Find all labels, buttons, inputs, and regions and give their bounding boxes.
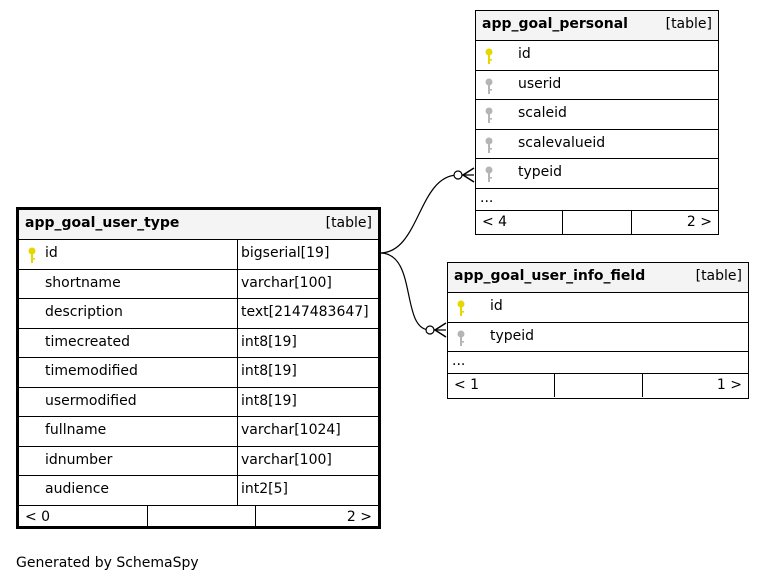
column-name: fullname (45, 422, 107, 438)
foreign-key-icon (457, 330, 465, 346)
primary-key-icon (457, 300, 465, 316)
column-row: typeid (448, 321, 748, 352)
column-row: timemodified int8[19] (19, 357, 378, 387)
foreign-key-icon (485, 78, 493, 94)
column-name: idnumber (45, 451, 113, 468)
column-type: varchar[100] (241, 451, 332, 468)
table-kind: [table] (325, 215, 372, 231)
column-type: bigserial[19] (241, 245, 330, 261)
footer-divider (631, 210, 632, 234)
table-footer: < 4 2 > (476, 209, 718, 234)
column-name: typeid (518, 164, 563, 180)
table-header: app_goal_personal [table] (476, 11, 718, 40)
column-row: id (448, 292, 748, 322)
column-name: id (490, 298, 503, 314)
column-name: timecreated (45, 333, 130, 350)
column-divider (237, 417, 238, 446)
table-name: app_goal_user_type (25, 215, 180, 231)
table-footer: < 0 2 > (19, 504, 378, 529)
parents-count: < 1 (454, 377, 480, 393)
column-divider (237, 358, 238, 387)
column-name: scalevalueid (518, 134, 606, 151)
column-name: id (518, 46, 531, 62)
column-divider (237, 328, 238, 357)
column-divider (237, 446, 238, 475)
table-header: app_goal_user_info_field [table] (448, 263, 748, 292)
edge-user-type-to-personal (379, 174, 474, 254)
more-columns-ellipsis: ... (448, 351, 748, 373)
table-app-goal-personal[interactable]: app_goal_personal [table] id userid scalei… (475, 10, 719, 235)
column-type: int8[19] (241, 392, 297, 409)
edge-info-field-optional-marker (425, 325, 435, 335)
table-app-goal-user-info-field[interactable]: app_goal_user_info_field [table] id typei… (447, 262, 749, 399)
column-row: timecreated int8[19] (19, 327, 378, 357)
table-header: app_goal_user_type [table] (19, 210, 378, 239)
column-divider (237, 476, 238, 505)
column-row: fullname varchar[1024] (19, 416, 378, 446)
column-divider (237, 269, 238, 298)
column-divider (237, 240, 238, 269)
footer-divider (554, 374, 555, 397)
foreign-key-icon (485, 107, 493, 123)
column-name: usermodified (45, 392, 137, 409)
parents-count: < 4 (482, 213, 508, 230)
foreign-key-icon (485, 166, 493, 182)
generated-by-label: Generated by SchemaSpy (16, 555, 199, 571)
column-divider (237, 387, 238, 416)
column-type: varchar[100] (241, 274, 332, 291)
column-row: scalevalueid (476, 128, 718, 159)
column-row: shortname varchar[100] (19, 268, 378, 298)
column-row: typeid (476, 158, 718, 188)
table-footer: < 1 1 > (448, 373, 748, 397)
primary-key-icon (485, 48, 493, 64)
edge-info-field-crowfoot (433, 322, 447, 338)
edge-personal-optional-marker (453, 170, 463, 180)
table-name: app_goal_user_info_field (454, 268, 646, 284)
column-type: int2[5] (241, 481, 288, 497)
column-name: shortname (45, 274, 121, 291)
edge-personal-crowfoot (461, 167, 475, 183)
column-row: id (476, 40, 718, 70)
column-name: scaleid (518, 105, 567, 121)
children-count: 2 > (686, 213, 712, 230)
edge-user-type-to-info-field (379, 252, 446, 331)
column-divider (237, 299, 238, 328)
column-type: int8[19] (241, 333, 297, 350)
column-type: text[2147483647] (241, 304, 369, 320)
parents-count: < 0 (25, 508, 51, 525)
footer-divider (147, 505, 148, 529)
column-name: audience (45, 481, 110, 497)
column-row: scaleid (476, 99, 718, 129)
table-kind: [table] (665, 16, 712, 32)
table-app-goal-user-type[interactable]: app_goal_user_type [table] id bigserial[1… (16, 207, 381, 529)
table-name: app_goal_personal (482, 16, 628, 32)
footer-divider (562, 210, 563, 234)
table-kind: [table] (695, 268, 742, 284)
column-row: idnumber varchar[100] (19, 445, 378, 475)
column-name: timemodified (45, 363, 138, 379)
column-row: description text[2147483647] (19, 298, 378, 328)
column-name: typeid (490, 327, 535, 344)
children-count: 1 > (716, 377, 742, 393)
foreign-key-icon (485, 137, 493, 153)
footer-divider (642, 374, 643, 397)
column-row: userid (476, 69, 718, 100)
footer-divider (255, 505, 256, 529)
column-type: int8[19] (241, 363, 297, 379)
column-name: description (45, 304, 123, 320)
children-count: 2 > (346, 508, 372, 525)
column-type: varchar[1024] (241, 422, 341, 438)
more-columns-ellipsis: ... (476, 187, 718, 210)
primary-key-icon (28, 247, 36, 263)
column-row: audience int2[5] (19, 475, 378, 505)
column-name: userid (518, 75, 562, 92)
column-row: usermodified int8[19] (19, 386, 378, 416)
column-row: id bigserial[19] (19, 239, 378, 269)
column-name: id (45, 245, 58, 261)
